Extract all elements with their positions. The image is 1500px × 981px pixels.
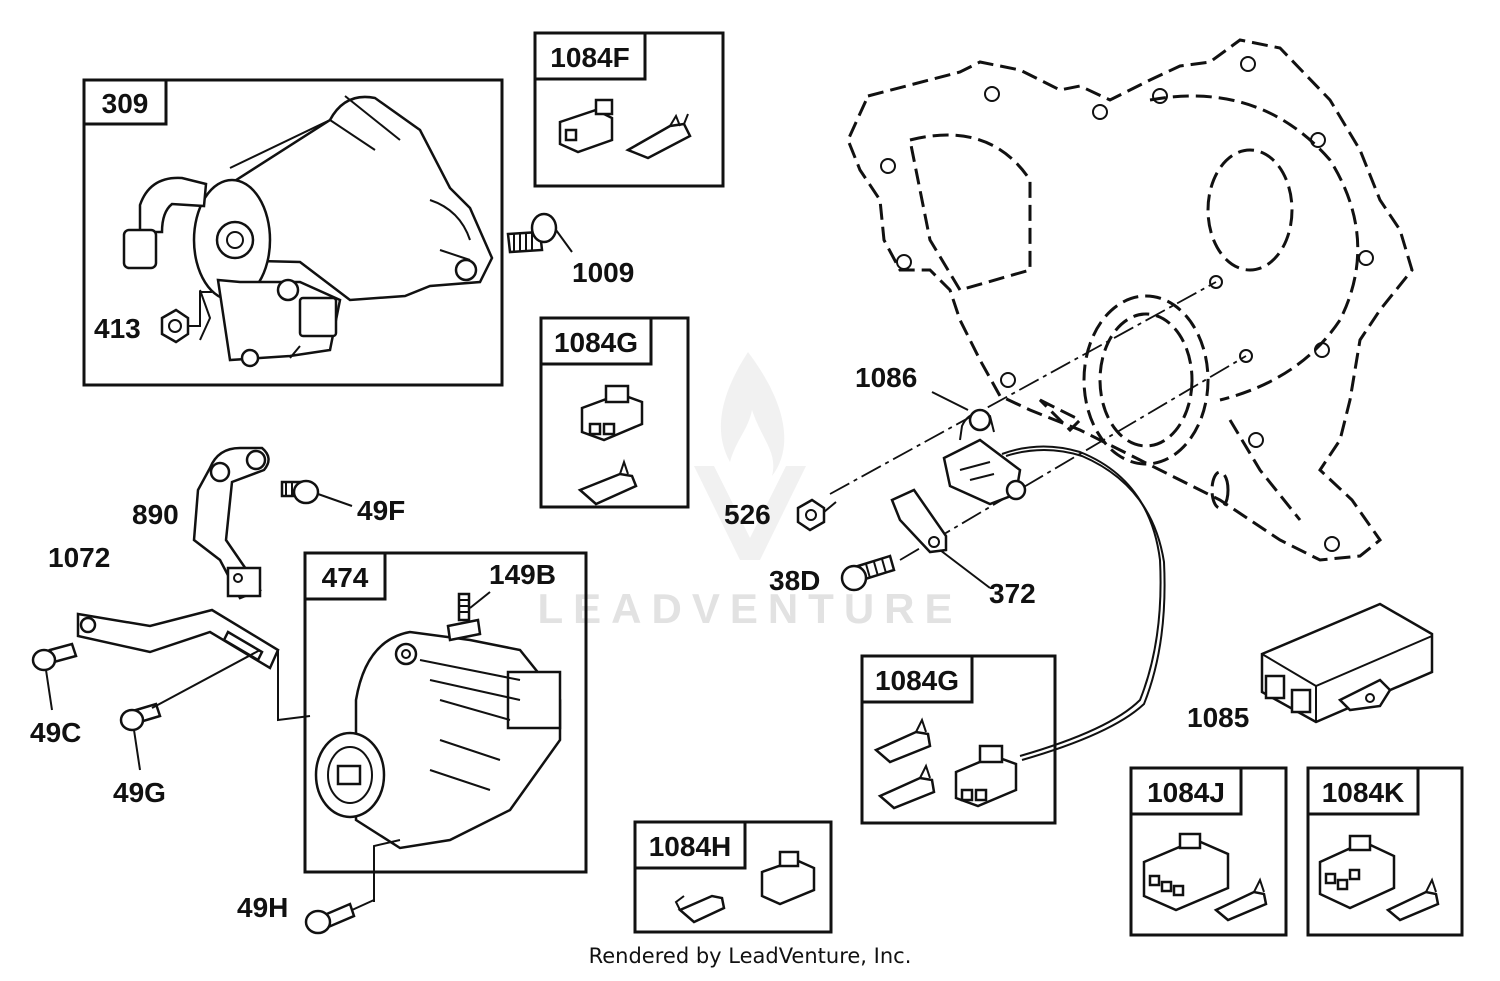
clip-372-illustration (890, 488, 991, 589)
bolt-49C-illustration (31, 642, 78, 711)
bolt-526-illustration (796, 498, 837, 532)
module-1085-illustration (1260, 602, 1434, 724)
callout-149B[interactable]: 149B (489, 559, 556, 590)
bolt-1009-illustration (506, 212, 573, 254)
callout-1009[interactable]: 1009 (572, 257, 634, 288)
watermark-text: LEADVENTURE (537, 585, 962, 632)
callout-38D[interactable]: 38D (769, 565, 820, 596)
box-label-1084G-top: 1084G (554, 327, 638, 358)
box-label-1084K: 1084K (1322, 777, 1405, 808)
box-1084G-bottom[interactable]: 1084G (860, 654, 1057, 825)
box-label-1084G-bottom: 1084G (875, 665, 959, 696)
box-1084K[interactable]: 1084K (1306, 766, 1464, 937)
box-309[interactable]: 309 (82, 78, 504, 387)
watermark-logo (694, 352, 806, 560)
box-label-309: 309 (102, 88, 149, 119)
box-1084H[interactable]: 1084H (633, 820, 833, 934)
engine-cover-outline (846, 38, 1414, 562)
callout-372[interactable]: 372 (989, 578, 1036, 609)
callout-1072[interactable]: 1072 (48, 542, 110, 573)
bolt-38D-illustration (840, 554, 896, 592)
connector-1084J-illustration (1142, 832, 1268, 922)
alternator-illustration (314, 618, 562, 902)
callout-1086[interactable]: 1086 (855, 362, 917, 393)
bracket-890-illustration (192, 446, 270, 600)
strap-1072-illustration (76, 608, 311, 722)
callout-890[interactable]: 890 (132, 499, 179, 530)
callout-49C[interactable]: 49C (30, 717, 81, 748)
box-label-1084J: 1084J (1147, 777, 1225, 808)
callout-1085[interactable]: 1085 (1187, 702, 1249, 733)
center-line-1 (829, 281, 1247, 561)
connector-1084H-illustration (674, 850, 816, 924)
callout-526[interactable]: 526 (724, 499, 771, 530)
box-label-474: 474 (322, 562, 369, 593)
connector-1084G-top-illustration (577, 384, 644, 506)
callout-49G[interactable]: 49G (113, 777, 166, 808)
sensor-1086-illustration (942, 408, 1166, 761)
leader-1086 (931, 391, 969, 411)
bolt-49G-illustration (119, 649, 261, 771)
footer-credit: Rendered by LeadVenture, Inc. (589, 944, 912, 968)
box-1084F[interactable]: 1084F (533, 31, 725, 188)
connector-1084K-illustration (1318, 834, 1440, 922)
box-1084G-top[interactable]: 1084G (539, 316, 690, 509)
box-label-1084F: 1084F (550, 42, 629, 73)
callout-413[interactable]: 413 (94, 313, 141, 344)
box-1084J[interactable]: 1084J (1129, 766, 1288, 937)
terminal-149B-illustration (457, 591, 491, 622)
connector-1084G-bottom-illustration (873, 717, 1018, 810)
box-474[interactable]: 474 (303, 551, 588, 874)
connector-1084F-illustration (558, 98, 692, 160)
nut-413-illustration (160, 291, 212, 344)
bolt-49F-illustration (280, 479, 353, 507)
starter-motor-illustration (122, 95, 494, 368)
callout-49H[interactable]: 49H (237, 892, 288, 923)
bolt-49H-illustration (304, 899, 375, 935)
box-label-1084H: 1084H (649, 831, 732, 862)
callout-49F[interactable]: 49F (357, 495, 405, 526)
